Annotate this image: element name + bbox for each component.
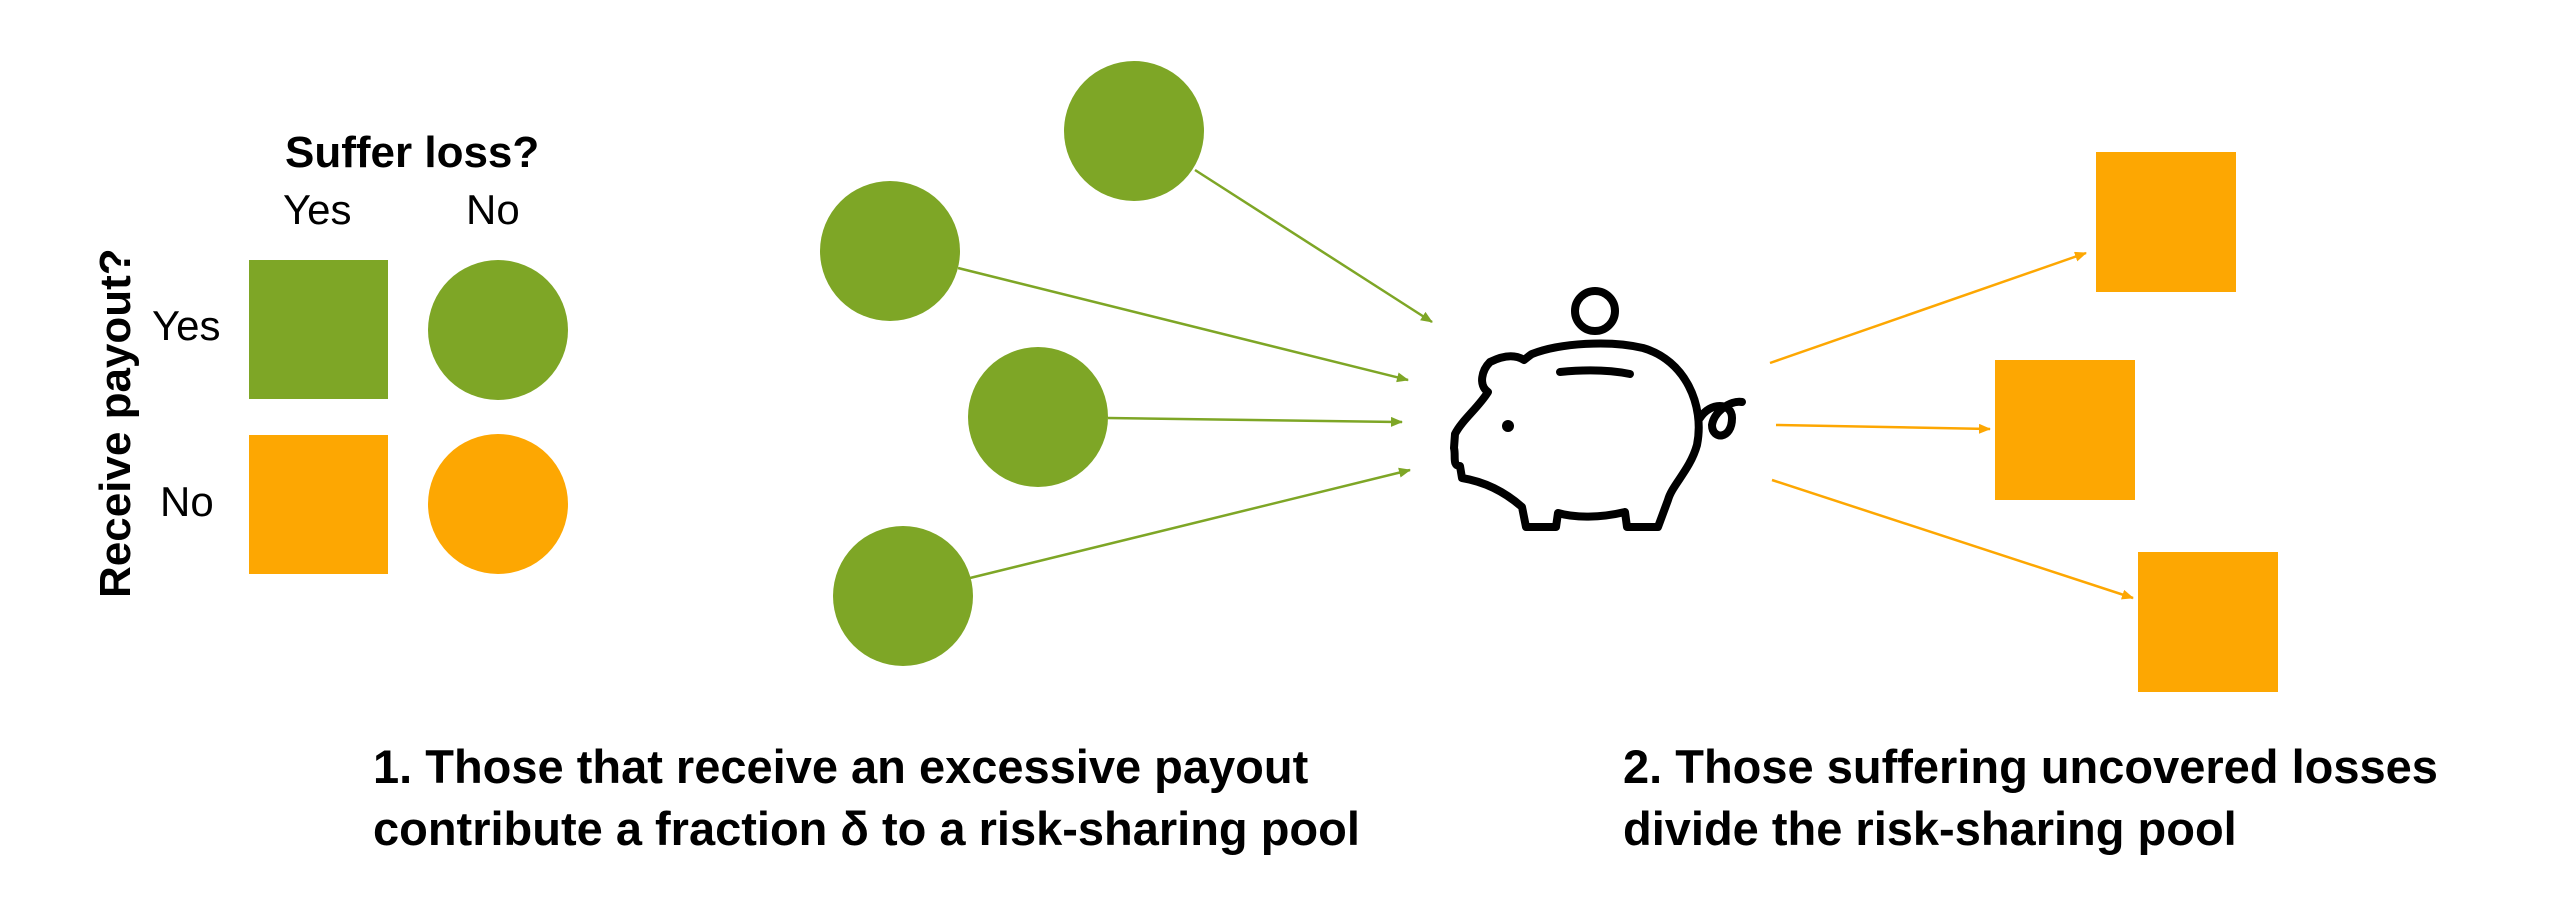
legend-row-label-no: No	[160, 478, 214, 525]
step1-caption: 1. Those that receive an excessive payou…	[373, 736, 1360, 860]
contribution-arrow	[969, 467, 1411, 580]
legend-payout-yes-loss-no-circle	[428, 260, 568, 400]
payout-arrow	[1775, 423, 1991, 434]
contribution-arrow	[957, 266, 1409, 383]
legend-row-label-yes: Yes	[152, 302, 221, 349]
contributor-circle	[1064, 61, 1204, 201]
recipient-square	[1995, 360, 2135, 500]
piggy-bank-icon	[1450, 287, 1746, 531]
contribution-arrow	[1194, 168, 1433, 324]
payout-arrow	[1769, 251, 2087, 365]
legend-payout-no-loss-no-circle	[428, 434, 568, 574]
contributor-circle	[968, 347, 1108, 487]
step2-caption-line2: divide the risk-sharing pool	[1623, 802, 2237, 855]
piggy-eye	[1502, 420, 1514, 432]
legend-payout-yes-loss-yes-square	[249, 260, 388, 399]
step2-caption: 2. Those suffering uncovered losses divi…	[1623, 736, 2438, 860]
payout-arrow	[1771, 478, 2134, 600]
contributor-circle	[833, 526, 973, 666]
legend-row-axis-title: Receive payout?	[91, 248, 140, 598]
recipient-square	[2096, 152, 2236, 292]
step2-caption-line1: 2. Those suffering uncovered losses	[1623, 740, 2438, 793]
contributor-circle	[820, 181, 960, 321]
legend-payout-no-loss-yes-square	[249, 435, 388, 574]
recipient-square	[2138, 552, 2278, 692]
legend-column-label-yes: Yes	[283, 186, 352, 233]
step1-caption-line2: contribute a fraction δ to a risk-sharin…	[373, 802, 1360, 855]
step1-caption-line1: 1. Those that receive an excessive payou…	[373, 740, 1309, 793]
legend-column-axis-title: Suffer loss?	[285, 128, 540, 177]
contribution-arrow	[1107, 416, 1403, 427]
legend-column-label-no: No	[466, 186, 520, 233]
